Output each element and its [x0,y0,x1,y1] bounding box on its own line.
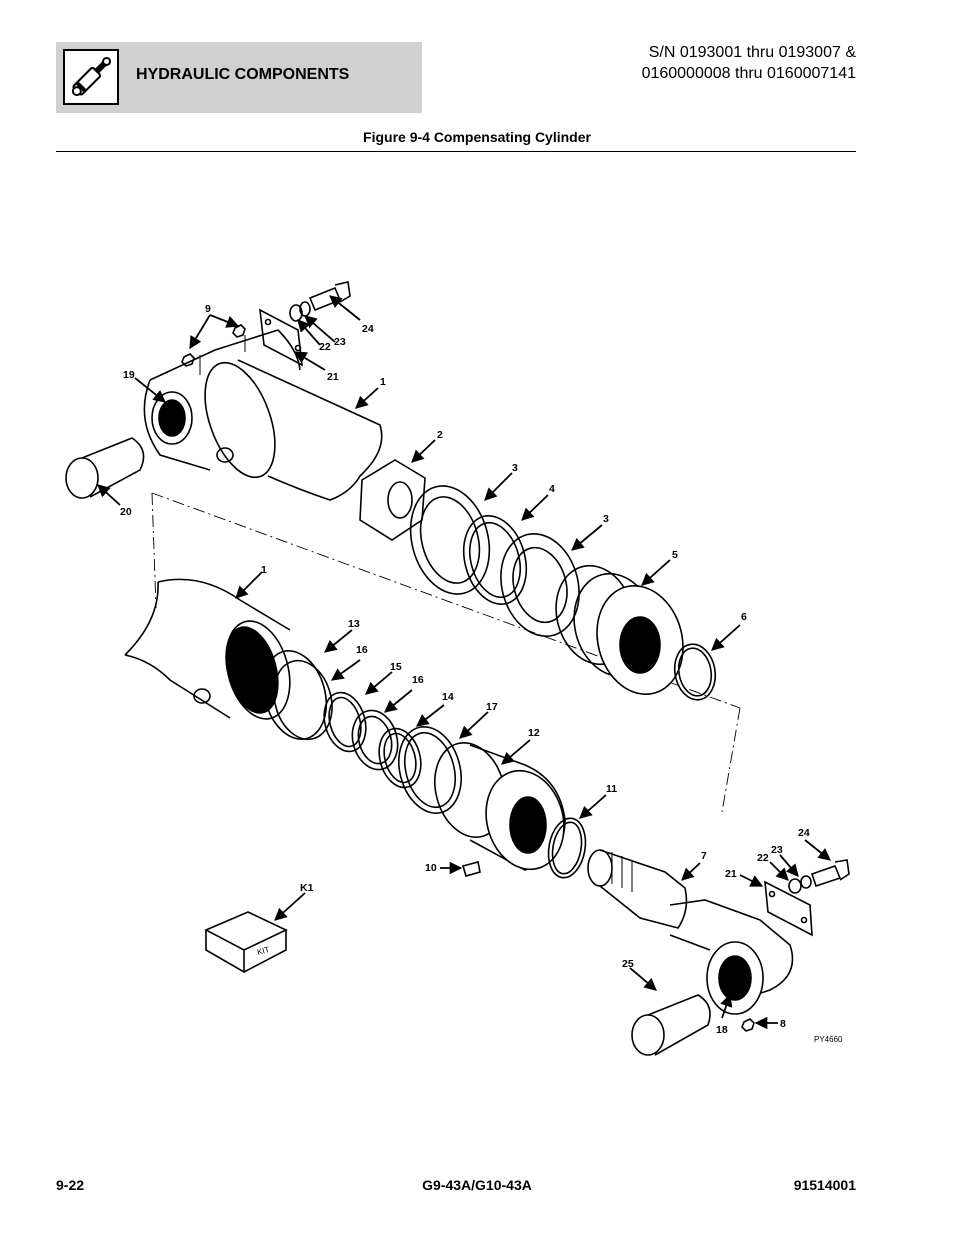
callout-25: 25 [622,958,634,970]
figure-title: Figure 9-4 Compensating Cylinder [363,129,591,145]
grease-fitting-1 [181,353,195,367]
callout-16-b: 16 [412,674,424,686]
callout-13: 13 [348,618,360,630]
washer-bottom-2 [800,875,812,889]
callout-5: 5 [672,549,678,561]
seal-13 [262,650,328,740]
callout-16-a: 16 [356,644,368,656]
bolt-bottom [810,859,850,888]
callout-19: 19 [123,369,135,381]
callout-22-bottom: 22 [757,852,769,864]
piston-rod-7 [587,849,688,929]
wiper-11 [547,817,587,879]
callout-10: 10 [425,862,437,874]
callout-24-top: 24 [362,323,374,335]
washer-top-1 [289,304,303,322]
callout-12: 12 [528,727,540,739]
callout-labels: 9 24 23 22 21 19 1 2 3 4 3 5 6 20 1 13 1… [120,303,843,1044]
callout-4: 4 [549,483,555,495]
upper-cylinder-barrel [143,329,383,501]
seal-14 [398,725,462,815]
o-ring-6 [673,643,717,701]
callout-K1: K1 [300,882,314,894]
ring-3b [500,533,580,637]
ring-3a [409,485,491,595]
callout-17: 17 [486,701,498,713]
callout-9: 9 [205,303,211,315]
callout-3-b: 3 [603,513,609,525]
hex-nut [359,459,426,541]
model-number: G9-43A/G10-43A [422,1177,532,1193]
rod-eye [669,899,794,1015]
callout-21-bottom: 21 [725,868,737,880]
lower-cylinder-barrel [124,578,291,720]
seal-16a [323,691,367,753]
callout-1-bottom: 1 [261,564,267,576]
callout-6: 6 [741,611,747,623]
seal-16b [378,727,422,789]
header-rule [56,151,856,152]
serial-line-2: 0160000008 thru 0160007141 [641,65,856,82]
section-header-box: HYDRAULIC COMPONENTS [56,42,422,113]
callout-3-a: 3 [512,462,518,474]
washer-bottom-1 [788,878,802,894]
callout-1-top: 1 [380,376,386,388]
callout-23-top: 23 [334,336,346,348]
callout-7: 7 [701,850,707,862]
callout-15: 15 [390,661,402,673]
piston-5 [555,564,684,696]
callout-23-bottom: 23 [771,844,783,856]
mounting-plate-top [259,308,303,367]
kit-box-label: KIT [256,945,270,957]
callout-22-top: 22 [319,341,331,353]
kit-box [204,911,288,974]
callout-21-top: 21 [327,371,339,383]
pin-20 [65,437,145,499]
drawing-code: PY4660 [814,1035,843,1044]
callout-24-bottom: 24 [798,827,810,839]
callout-2: 2 [437,429,443,441]
grease-fitting-2 [232,324,246,338]
callout-18: 18 [716,1024,728,1036]
serial-number-range: S/N 0193001 thru 0193007 & 0160000008 th… [520,42,856,84]
callout-14: 14 [442,691,454,703]
gland-12 [434,742,566,871]
hydraulic-cylinder-icon [63,49,119,105]
set-screw-10 [461,861,481,877]
page-number: 9-22 [56,1177,85,1193]
callout-8: 8 [780,1018,786,1030]
section-title: HYDRAULIC COMPONENTS [136,66,350,83]
callout-11: 11 [606,783,617,795]
document-number: 91514001 [793,1177,856,1193]
pin-25 [631,994,711,1056]
seal-15 [351,709,399,771]
callout-20: 20 [120,506,132,518]
mounting-plate-bottom [764,880,813,937]
alignment-frame [151,492,741,813]
serial-line-1: S/N 0193001 thru 0193007 & [648,44,856,61]
grease-fitting-8 [741,1018,755,1032]
